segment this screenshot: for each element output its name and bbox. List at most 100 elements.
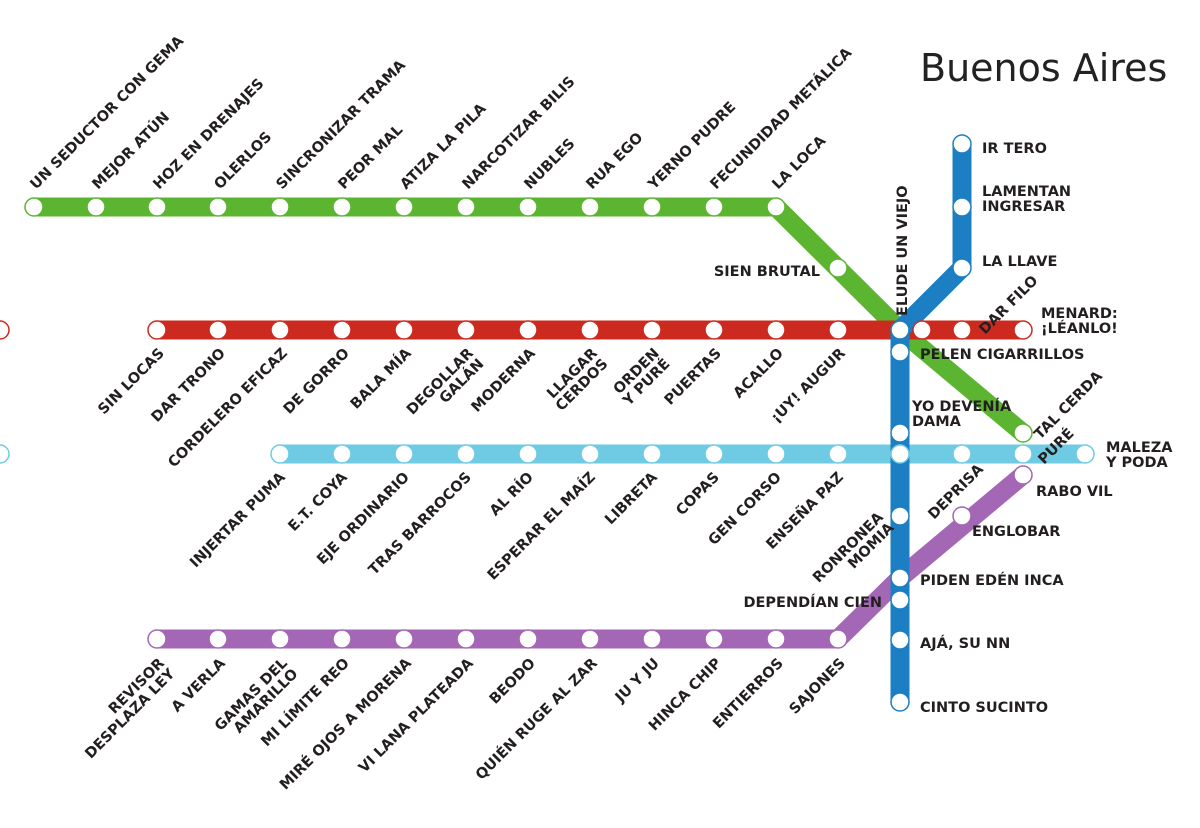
station-mail[interactable]: [0, 444, 10, 464]
station-libreta[interactable]: [642, 444, 662, 464]
label-quien-ruge-al-zar: QUIÉN RUGE AL ZAR: [472, 655, 601, 784]
station-la-llave[interactable]: [952, 258, 972, 278]
station-dar-trono[interactable]: [208, 320, 228, 340]
station-mejor-atun[interactable]: [86, 197, 106, 217]
label-englobar: ENGLOBAR: [972, 524, 1060, 540]
label-moderna: MODERNA: [469, 345, 540, 416]
station-gamas-del-amarillo[interactable]: [270, 629, 290, 649]
station-elude-un-viejo[interactable]: [890, 320, 910, 340]
station-quien-ruge-al-zar[interactable]: [580, 629, 600, 649]
station-lamentan-ingresar[interactable]: [952, 197, 972, 217]
station-copas[interactable]: [704, 444, 724, 464]
label-sajones: SAJONES: [787, 656, 849, 718]
station-yerno-pudre[interactable]: [642, 197, 662, 217]
label-piden-eden-inca: PIDEN EDÉN INCA: [920, 572, 1064, 589]
label-sincronizar-trama: SINCRONIZAR TRAMA: [274, 57, 410, 193]
station-a-verla[interactable]: [208, 629, 228, 649]
label-copas: COPAS: [673, 470, 722, 519]
label-menard-leanlo: MENARD:¡LÉANLO!: [1041, 306, 1118, 337]
station-aja-su-nn[interactable]: [890, 630, 910, 650]
stations-layer: [0, 134, 1095, 712]
station-ronronea-momia[interactable]: [890, 506, 910, 526]
label-acallo: ACALLO: [731, 346, 787, 402]
station-puertas[interactable]: [704, 320, 724, 340]
station-piden-eden-inca[interactable]: [890, 568, 910, 588]
station-injertar-puma[interactable]: [270, 444, 290, 464]
station-rua-ego[interactable]: [580, 197, 600, 217]
station-narcotizar-bilis[interactable]: [456, 197, 476, 217]
station-sin-locas[interactable]: [147, 320, 167, 340]
label-degollar-galan: DEGOLLARGALÁN: [404, 346, 487, 429]
station-la-loca[interactable]: [766, 197, 786, 217]
station-aliento-dragon[interactable]: [0, 320, 10, 340]
station-ju-y-ju[interactable]: [642, 629, 662, 649]
station-orden-y-pure[interactable]: [642, 320, 662, 340]
station-bala-mia[interactable]: [394, 320, 414, 340]
station-entierros[interactable]: [766, 629, 786, 649]
station-degollar-galan[interactable]: [456, 320, 476, 340]
label-ju-y-ju: JU Y JU: [612, 656, 663, 707]
station-peor-mal[interactable]: [332, 197, 352, 217]
station-al-rio[interactable]: [518, 444, 538, 464]
label-de-gorro: DE GORRO: [281, 346, 353, 418]
station-pelen-cigarrillos[interactable]: [890, 342, 910, 362]
station-eje-ordinario[interactable]: [394, 444, 414, 464]
label-aja-su-nn: AJÁ, SU NN: [920, 635, 1010, 652]
station-yo-devenia[interactable]: [890, 423, 910, 443]
map-title: Buenos Aires: [920, 46, 1167, 90]
station-un-seductor-con-gema[interactable]: [24, 197, 44, 217]
station-moderna[interactable]: [518, 320, 538, 340]
station-atiza-la-pila[interactable]: [394, 197, 414, 217]
station-fecundidad-metalica[interactable]: [704, 197, 724, 217]
label-nubles: NUBLES: [522, 136, 579, 193]
purple-line: [147, 465, 1033, 649]
station-ir-tero[interactable]: [952, 134, 972, 154]
label-injertar-puma: INJERTAR PUMA: [187, 469, 289, 571]
station-sien-brutal[interactable]: [828, 258, 848, 278]
station-englobar[interactable]: [952, 506, 972, 526]
station-rabo-vil[interactable]: [1013, 465, 1033, 485]
station-leanlo[interactable]: [1013, 320, 1033, 340]
station-esperar-el-maiz[interactable]: [580, 444, 600, 464]
station-sincronizar-trama[interactable]: [270, 197, 290, 217]
label-libreta: LIBRETA: [602, 469, 661, 528]
station-sajones[interactable]: [828, 629, 848, 649]
station-maleza[interactable]: [1075, 444, 1095, 464]
station-de-gorro[interactable]: [332, 320, 352, 340]
label-al-rio: AL RÍO: [486, 469, 536, 519]
station-e-t-coya[interactable]: [332, 444, 352, 464]
station-cyan-east[interactable]: [952, 444, 972, 464]
station-gen-corso[interactable]: [766, 444, 786, 464]
station-cyan-blue-interchange[interactable]: [890, 444, 910, 464]
label-ir-tero: IR TERO: [982, 141, 1047, 157]
label-vi-lana-plateada: VI LANA PLATEADA: [356, 655, 477, 776]
label-olerlos: OLERLOS: [212, 129, 276, 193]
station-vi-lana-plateada[interactable]: [456, 629, 476, 649]
station-beodo[interactable]: [518, 629, 538, 649]
station-nubles[interactable]: [518, 197, 538, 217]
station-hinca-chip[interactable]: [704, 629, 724, 649]
station-llagar-cerdos[interactable]: [580, 320, 600, 340]
label-narcotizar-bilis: NARCOTIZAR BILIS: [460, 74, 579, 193]
station-red-interchange[interactable]: [912, 320, 932, 340]
station-uy-augur[interactable]: [828, 320, 848, 340]
station-ensena-paz[interactable]: [828, 444, 848, 464]
station-mire-ojos-a-morena[interactable]: [394, 629, 414, 649]
station-olerlos[interactable]: [208, 197, 228, 217]
station-hoz-en-drenajes[interactable]: [147, 197, 167, 217]
station-revisor-desplaza-ley[interactable]: [147, 629, 167, 649]
label-la-loca: LA LOCA: [770, 133, 830, 193]
station-cinto-sucinto[interactable]: [890, 692, 910, 712]
station-pure[interactable]: [1013, 444, 1033, 464]
station-mi-limite-reo[interactable]: [332, 629, 352, 649]
station-dar-filo[interactable]: [952, 320, 972, 340]
station-cordelero-eficaz[interactable]: [270, 320, 290, 340]
station-acallo[interactable]: [766, 320, 786, 340]
station-tal-cerda[interactable]: [1013, 423, 1033, 443]
station-tras-barrocos[interactable]: [456, 444, 476, 464]
station-dependian-cien[interactable]: [890, 590, 910, 610]
